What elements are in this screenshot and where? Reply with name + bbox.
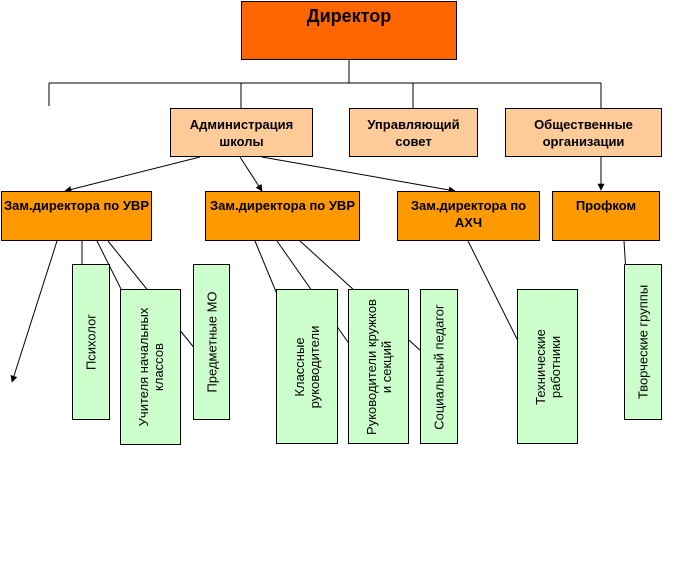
zam-uvr-2-box: Зам.директора по УВР — [205, 191, 360, 241]
zam-uvr-1-label: Зам.директора по УВР — [4, 198, 149, 213]
council-box: Управляющий совет — [349, 108, 478, 157]
subject-mo-box: Предметные МО — [193, 264, 230, 420]
director-box: Директор — [241, 1, 457, 60]
creative-groups-label: Творческие группы — [635, 284, 651, 400]
psychologist-box: Психолог — [72, 264, 110, 420]
creative-groups-box: Творческие группы — [624, 264, 662, 420]
zam-uvr-2-label: Зам.директора по УВР — [210, 198, 355, 213]
social-pedagogue-label: Социальный педагог — [431, 303, 447, 430]
arrow-zam1-left — [10, 240, 58, 383]
psychologist-label: Психолог — [83, 313, 99, 371]
connector-lines — [48, 60, 602, 108]
arrow-admin-to-zam-uvr-1 — [64, 156, 201, 193]
profkom-label: Профком — [575, 198, 637, 213]
social-pedagogue-box: Социальный педагог — [420, 289, 458, 444]
zam-uvr-1-box: Зам.директора по УВР — [1, 191, 152, 241]
council-label: Управляющий совет — [367, 116, 460, 149]
administration-box: Администрация школы — [170, 108, 313, 157]
administration-label: Администрация школы — [189, 116, 294, 149]
arrow-admin-to-zam-ahch — [261, 156, 456, 194]
subject-mo-label: Предметные МО — [204, 291, 219, 393]
arrow-admin-to-zam-uvr-2 — [239, 156, 263, 192]
director-label: Директор — [306, 6, 392, 26]
organizations-box: Общественные организации — [505, 108, 662, 157]
organizations-label: Общественные организации — [534, 116, 633, 149]
zam-ahch-label: Зам.директора по АХЧ — [410, 198, 527, 230]
zam-ahch-box: Зам.директора по АХЧ — [397, 191, 540, 241]
profkom-box: Профком — [552, 191, 660, 241]
